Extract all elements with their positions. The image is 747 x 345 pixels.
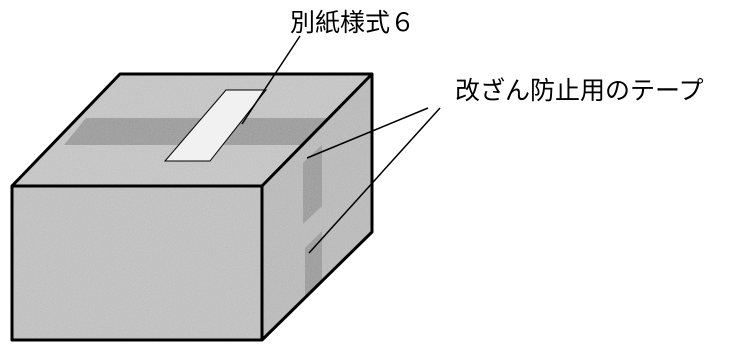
leader-line-form	[241, 35, 301, 125]
box-edge-top-right	[260, 72, 374, 188]
attachment-form-paper	[163, 89, 268, 162]
box-front-face	[12, 186, 262, 340]
leader-line-tape-lower	[308, 107, 441, 254]
side-tape-upper	[303, 145, 322, 224]
attachment-form-label: 別紙様式６	[290, 9, 415, 37]
leader-line-tape-upper	[306, 107, 429, 159]
cardboard-box	[10, 72, 374, 342]
side-tape-lower	[305, 231, 322, 300]
tamper-tape-label: 改ざん防止用のテープ	[455, 76, 704, 105]
